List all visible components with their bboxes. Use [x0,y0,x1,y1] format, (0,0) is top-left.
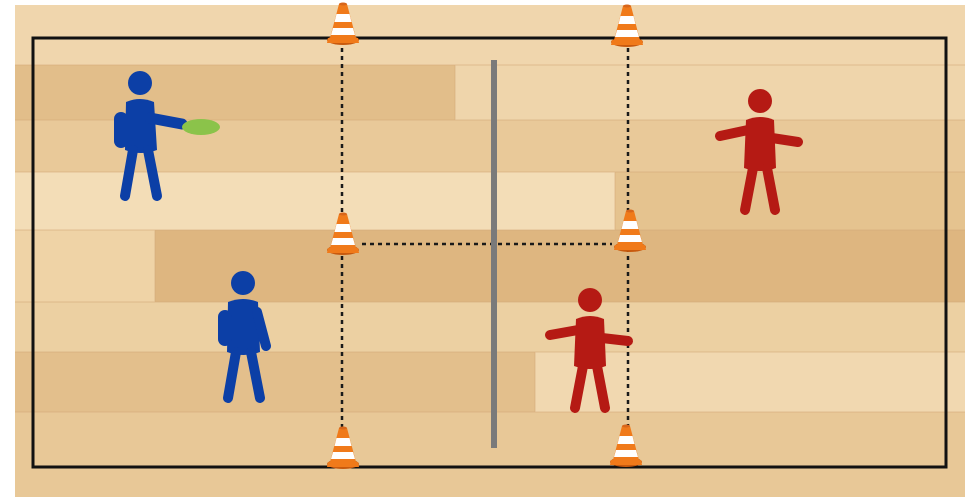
person-icon [748,89,772,113]
person-icon [231,271,255,295]
person-icon [128,71,152,95]
frisbee-icon [182,119,220,135]
person-icon [578,288,602,312]
wood-floor [15,5,965,497]
